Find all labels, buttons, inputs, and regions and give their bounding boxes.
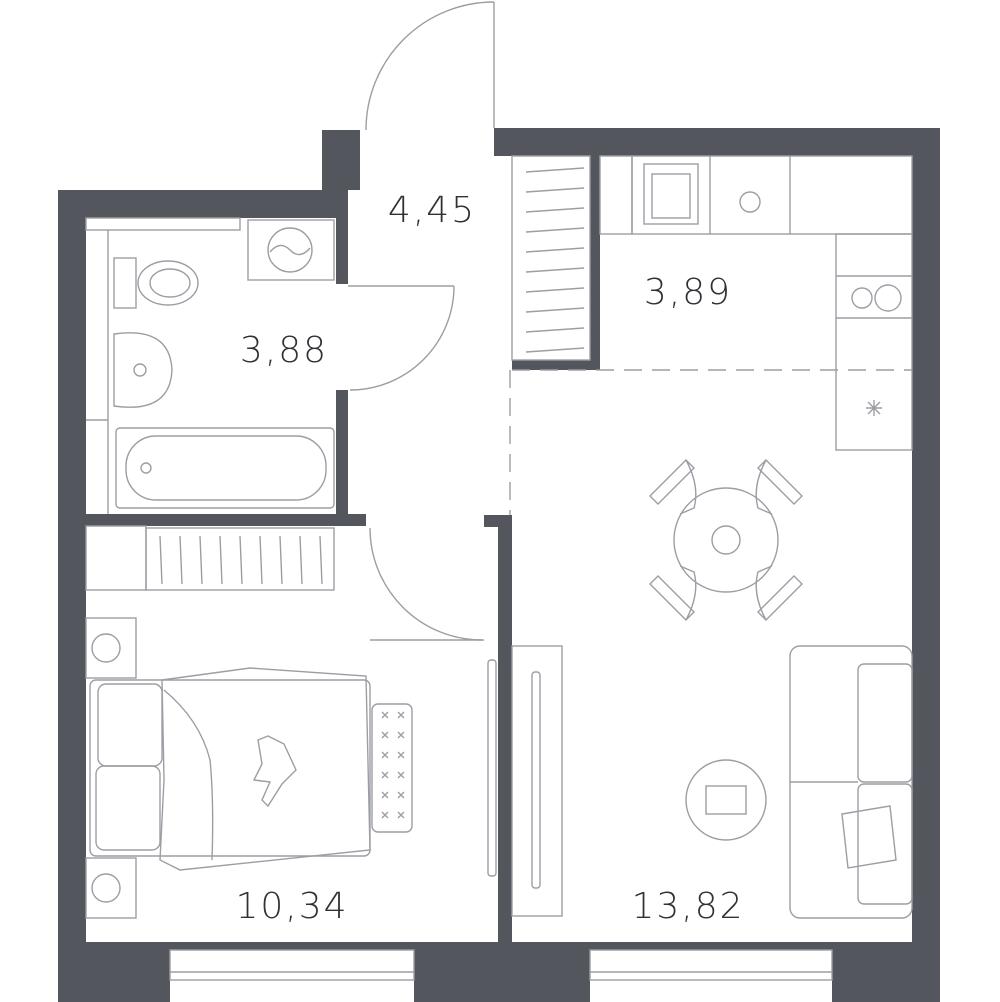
- entrance-door-swing: [365, 1, 495, 131]
- nightstand-bottom: [85, 857, 137, 919]
- cat-icon: [252, 735, 297, 808]
- kitchen-counter-top: [631, 155, 913, 235]
- bathtub: [115, 427, 335, 509]
- walls: [58, 128, 940, 1002]
- wardrobe-hangers: [159, 535, 323, 585]
- dishwasher-icon: [739, 191, 761, 213]
- bedroom-door-swing: [369, 527, 483, 641]
- wall-bottom-right: [832, 942, 940, 1002]
- lamp-top-icon: [91, 633, 121, 663]
- wall-bedroom-east: [498, 515, 512, 945]
- bench-marks: [381, 711, 405, 819]
- kitchen-sink-basin: [651, 173, 691, 219]
- stove-burner-2: [874, 284, 902, 312]
- hall-area-label: 4,45: [388, 190, 476, 231]
- bathroom-door-swing: [349, 285, 455, 391]
- dining-table: [673, 487, 779, 593]
- coffee-table-books: [705, 785, 747, 815]
- coffee-table: [685, 759, 767, 841]
- wall-closet-right: [590, 156, 600, 370]
- bathtub-drain: [140, 462, 152, 474]
- washing-machine-drum: [267, 227, 313, 273]
- sofa-cushion: [841, 805, 897, 869]
- wall-hall-west-pillar: [322, 130, 360, 190]
- blanket-fold: [163, 689, 214, 861]
- chair-nw: [649, 459, 697, 515]
- kitchen-counter-right: [835, 233, 913, 451]
- chair-se: [755, 565, 803, 621]
- bath-sink: [113, 332, 173, 408]
- kitchen-area-label: 3,89: [644, 272, 732, 313]
- sofa-back: [857, 663, 913, 783]
- washing-machine: [247, 219, 335, 281]
- bed-blanket: [159, 667, 371, 871]
- bedroom-area-label: 10,34: [235, 886, 348, 927]
- kitchen-closet: [511, 155, 591, 361]
- living-area-label: 13,82: [631, 886, 744, 927]
- dining-centerpiece: [711, 525, 741, 555]
- fixtures: [85, 1, 913, 981]
- window-living: [589, 949, 833, 981]
- pillow-bottom: [95, 765, 161, 851]
- wall-bottom-mid: [414, 942, 590, 1002]
- wall-bottom-left: [58, 942, 170, 1002]
- stove-burner-1: [851, 287, 873, 309]
- wall-west: [58, 190, 86, 1002]
- nightstand-top: [85, 617, 137, 679]
- bedroom-tv: [487, 659, 497, 877]
- bench: [371, 703, 413, 833]
- fridge-snowflake-icon: [866, 400, 882, 416]
- window-bedroom: [169, 949, 415, 981]
- pillow-top: [97, 683, 163, 767]
- wall-bath-east: [336, 218, 348, 284]
- closet-hangers: [525, 167, 585, 353]
- living-tv: [531, 671, 541, 889]
- wall-bath-bottom: [86, 514, 366, 526]
- wall-bath-east-lower: [336, 390, 348, 514]
- bedroom-wardrobe-side: [85, 525, 147, 591]
- bed: [89, 679, 371, 857]
- wall-east: [912, 128, 940, 1002]
- wall-top-right: [494, 128, 940, 156]
- bathroom-area-label: 3,88: [240, 330, 328, 371]
- chair-sw: [649, 565, 697, 621]
- lamp-bottom-icon: [91, 873, 121, 903]
- wall-bath-top: [58, 190, 348, 218]
- tv-unit: [511, 645, 563, 917]
- sofa-back-2: [857, 783, 913, 905]
- wall-closet-bottom: [512, 360, 600, 370]
- kitchen-wall-pier: [599, 155, 633, 235]
- kitchen-sink: [643, 163, 699, 225]
- wall-bottom-strip: [86, 942, 912, 950]
- toilet-seat: [149, 268, 191, 298]
- bath-sink-drain: [133, 363, 147, 377]
- toilet-bowl: [137, 260, 199, 306]
- toilet-tank: [113, 257, 137, 309]
- chair-ne: [755, 459, 803, 515]
- washing-machine-wave: [269, 244, 311, 256]
- bathtub-inner: [125, 435, 327, 501]
- bath-top-shelf: [85, 217, 241, 231]
- wall-bedroom-east-cap: [484, 515, 512, 527]
